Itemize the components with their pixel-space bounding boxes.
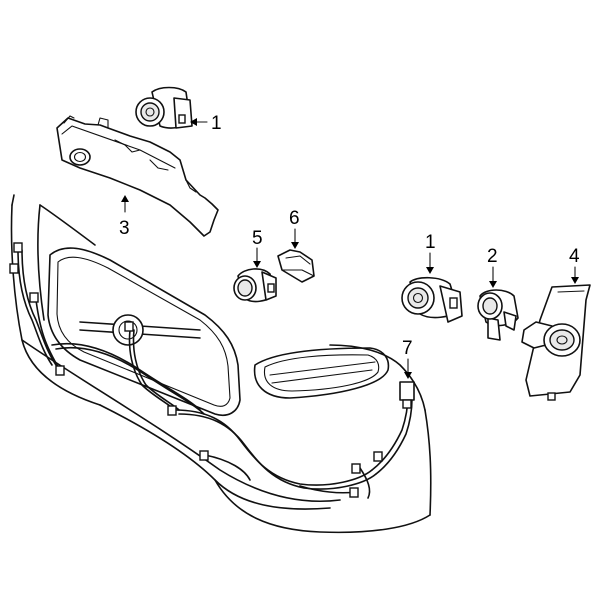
harness-connector — [124, 321, 134, 332]
sensor-bracket — [56, 115, 219, 237]
parking-sensor-top — [135, 86, 193, 129]
sensor-part-2 — [477, 289, 519, 341]
harness-connector — [13, 242, 23, 253]
callout-label: 3 — [119, 218, 130, 239]
front-bumper-fascia — [10, 194, 432, 534]
callout-label: 4 — [569, 246, 580, 267]
callout-label: 7 — [402, 338, 413, 359]
callout-3: 3 — [119, 195, 130, 239]
callout-1-top: 1 — [190, 113, 222, 134]
harness-connector — [349, 487, 359, 498]
harness-connector — [373, 451, 383, 462]
callout-4: 4 — [569, 246, 580, 284]
sensor-holder — [521, 284, 591, 401]
lower-intake — [253, 347, 390, 399]
callout-label: 6 — [289, 208, 300, 229]
callout-6: 6 — [289, 208, 300, 249]
callout-1-right: 1 — [425, 232, 436, 274]
callout-7: 7 — [402, 338, 413, 379]
parking-sensor-right — [401, 276, 463, 323]
callout-label: 1 — [425, 232, 436, 253]
harness-connector — [55, 365, 65, 376]
harness-connector — [9, 263, 19, 274]
callout-label: 5 — [252, 228, 263, 249]
sensor-part-5 — [233, 268, 277, 303]
retaining-clip — [277, 249, 315, 283]
wiring-harness — [9, 242, 415, 499]
harness-connector — [29, 292, 39, 303]
callout-5: 5 — [252, 228, 263, 268]
harness-connector — [199, 450, 209, 461]
callout-label: 2 — [487, 246, 498, 267]
harness-connector — [167, 405, 177, 416]
callout-2: 2 — [487, 246, 498, 288]
main-harness-connector — [399, 381, 415, 401]
grille — [47, 247, 241, 416]
callout-label: 1 — [211, 113, 222, 134]
harness-connector — [351, 463, 361, 474]
